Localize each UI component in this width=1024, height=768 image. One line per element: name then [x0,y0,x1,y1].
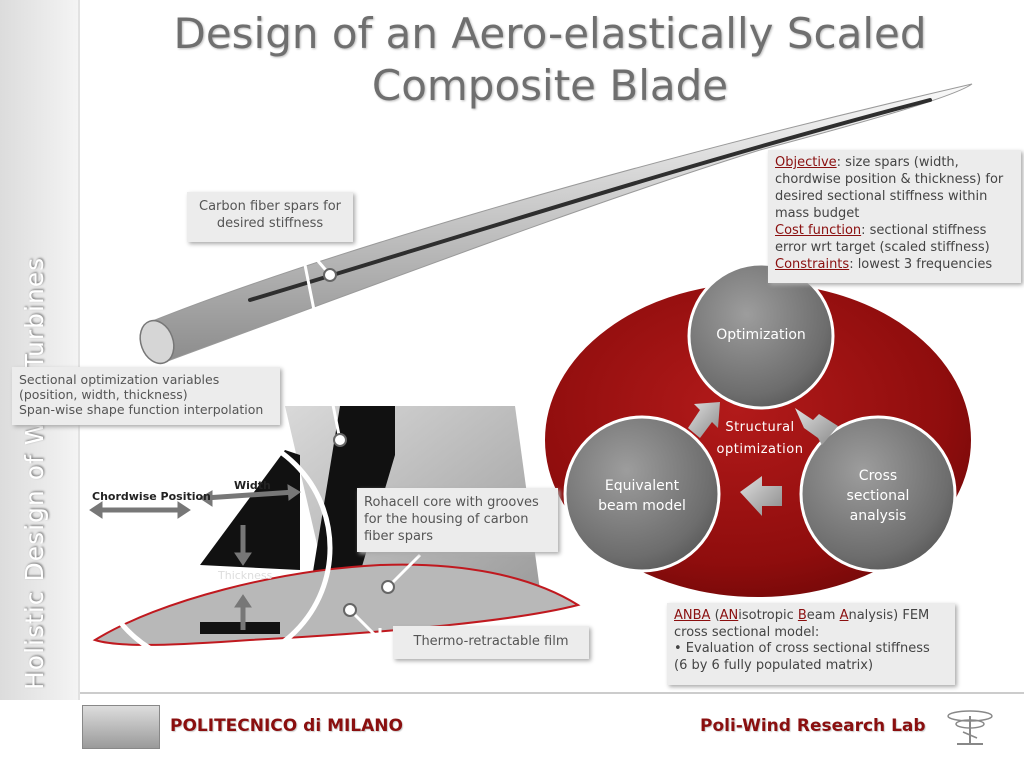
anba-acronym: ANBA [674,608,711,623]
callout-objective: Objective: size spars (width, chordwise … [768,150,1021,283]
illustration [89,83,973,669]
objective-label: Objective [775,155,837,170]
structural-optimization-label: Structural optimization [700,417,820,461]
constraints-label: Constraints [775,257,850,272]
sidebar: Holistic Design of Wind Turbines [0,0,80,700]
cross-label-line-1: Cross [858,468,898,484]
constraints-text: : lowest 3 frequencies [849,257,993,272]
footer-university: POLITECNICO di MILANO [170,716,403,736]
blade-illustration [139,83,973,365]
beam-label-line-2: beam model [598,498,686,514]
structural-label-line-1: Structural [725,420,795,435]
variables-line-1: Sectional optimization variables [19,372,220,387]
objective-text: : size spars (width, chordwise position … [775,155,1004,221]
callout-optimization-variables: Sectional optimization variables (positi… [12,367,280,425]
anba-an: AN [719,608,739,623]
university-photo [82,705,160,749]
optimization-label: Optimization [716,327,806,343]
cost-function-text: : sectional stiffness error wrt target (… [775,223,990,255]
chordwise-position-label: Chordwise Position [92,490,211,503]
cycle-arrow-up [688,402,720,438]
optimization-cycle [543,262,973,599]
variables-line-3: Span-wise shape function interpolation [19,402,264,417]
callout-carbon-spars: Carbon fiber spars for desired stiffness [187,192,353,242]
page-title-line-2: Composite Blade [371,61,729,110]
callout-rohacell-core: Rohacell core with grooves for the housi… [357,488,558,552]
cost-function-label: Cost function [775,223,862,238]
cross-label-line-3: analysis [849,508,907,524]
callout-thermo-film: Thermo-retractable film [393,626,589,659]
structural-label-line-2: optimization [716,442,804,457]
footer-lab: Poli-Wind Research Lab [700,716,926,736]
width-label: Width [234,479,271,492]
anba-line-2: cross sectional model: [674,624,820,640]
variables-line-2: (position, width, thickness) [19,387,188,402]
cross-section-node [799,415,957,573]
footer-divider [80,692,1024,694]
cross-section-label: Cross sectional analysis [818,466,938,526]
lab-logo [947,710,993,745]
anba-line-4: (6 by 6 fully populated matrix) [674,657,874,673]
beam-label-line-1: Equivalent [604,478,680,494]
dimension-arrows [89,484,301,640]
page-title: Design of an Aero-elastically Scaled Com… [110,8,990,112]
footer [0,700,1024,768]
anba-eam: eam [806,608,840,623]
cycle-arrow-down [795,408,838,445]
cross-label-line-2: sectional [846,488,910,504]
anba-a: A [839,608,849,623]
anba-nalysis: nalysis) FEM [848,608,930,623]
optimization-node [687,262,835,410]
thickness-label: Thickness [218,569,273,582]
cycle-arrow-left [740,476,782,516]
zoom-circle [91,427,333,669]
beam-model-label: Equivalent beam model [582,476,702,516]
beam-model-node [563,415,721,573]
anba-isotropic: isotropic [738,608,798,623]
anba-line-3: • Evaluation of cross sectional stiffnes… [674,641,930,656]
callout-anba: ANBA (ANisotropic Beam Analysis) FEM cro… [667,603,955,685]
anba-b: B [797,608,807,623]
anba-open: ( [710,608,720,623]
page-title-line-1: Design of an Aero-elastically Scaled [173,9,927,58]
